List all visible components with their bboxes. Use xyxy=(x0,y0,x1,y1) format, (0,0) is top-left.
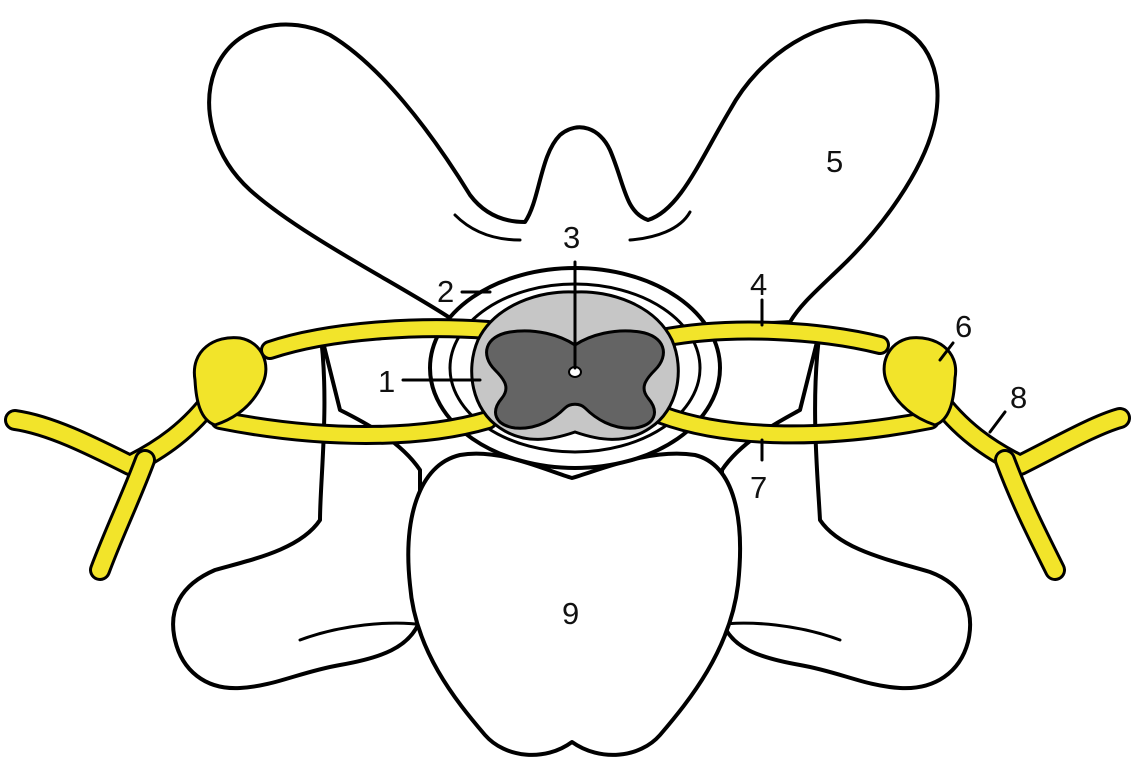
label-7: 7 xyxy=(750,470,767,505)
left-spinal-nerve-trunk xyxy=(15,395,215,465)
leader-8 xyxy=(990,412,1005,432)
right-dorsal-root-ganglion xyxy=(884,338,956,425)
left-ventral-ramus xyxy=(100,460,145,570)
label-6: 6 xyxy=(955,309,972,344)
label-9: 9 xyxy=(562,596,579,631)
left-dorsal-root-ganglion xyxy=(194,338,266,425)
label-4: 4 xyxy=(750,267,767,302)
label-8: 8 xyxy=(1010,380,1027,415)
right-spinal-nerve-trunk xyxy=(935,395,1120,465)
label-3: 3 xyxy=(563,220,580,255)
right-ventral-ramus xyxy=(1005,460,1055,570)
label-5: 5 xyxy=(826,144,843,179)
label-2: 2 xyxy=(437,274,454,309)
label-1: 1 xyxy=(378,364,395,399)
